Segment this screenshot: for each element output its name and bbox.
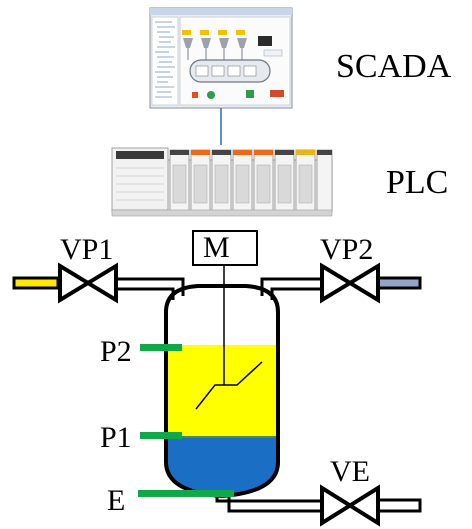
outlet-stub <box>376 498 422 513</box>
inlet-2-stub <box>376 276 422 290</box>
valve-vp2[interactable] <box>320 262 380 304</box>
camera-thumbnail <box>258 36 272 46</box>
label-motor: M <box>203 231 230 264</box>
label-p2: P2 <box>100 335 132 368</box>
label-p1: P1 <box>100 421 132 454</box>
label-vp1: VP1 <box>60 233 114 266</box>
scada-screen: SCADA and HMI Software Companion <box>149 7 293 109</box>
sensor-p1 <box>140 432 182 439</box>
tank-shell <box>164 284 280 499</box>
valve-ve[interactable] <box>320 484 380 527</box>
sensor-e <box>138 490 234 497</box>
plc-rack <box>111 147 333 217</box>
sensor-p2 <box>140 344 182 351</box>
valve-vp1[interactable] <box>58 262 118 304</box>
label-scada: SCADA <box>336 48 452 85</box>
inlet-1-stub <box>12 276 60 290</box>
label-plc: PLC <box>386 164 449 201</box>
label-e: E <box>107 484 126 517</box>
label-ve: VE <box>330 455 370 488</box>
scada-window-titlebar <box>150 8 292 15</box>
agitator <box>195 265 263 410</box>
tank <box>164 284 280 499</box>
piping <box>12 276 422 513</box>
label-vp2: VP2 <box>320 233 374 266</box>
liquid-upper <box>166 345 278 438</box>
motor <box>192 230 258 266</box>
